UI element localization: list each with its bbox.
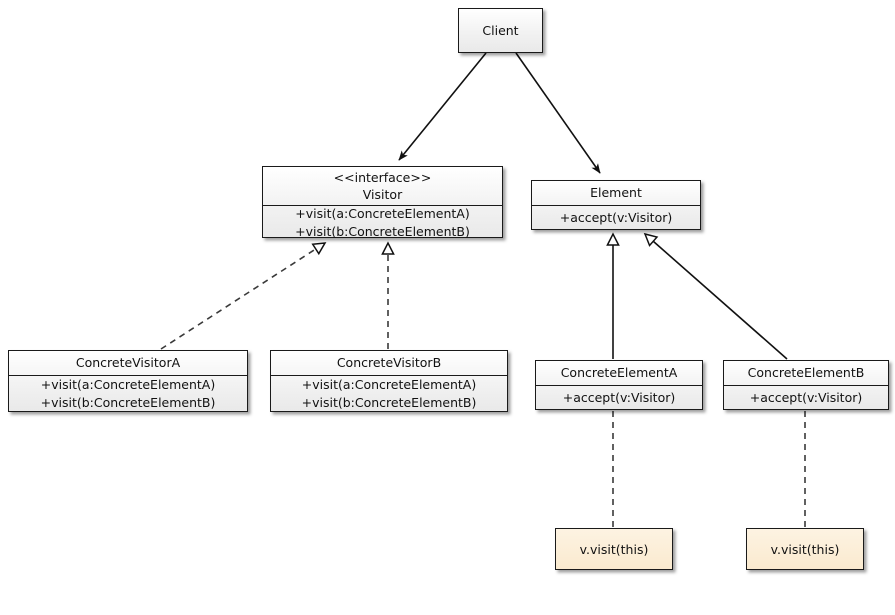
- class-box-concretevisitora[interactable]: ConcreteVisitorA +visit(a:ConcreteElemen…: [8, 350, 248, 412]
- concreteelementb-header-compartment: ConcreteElementB: [724, 361, 888, 385]
- class-stereotype-visitor: <<interface>>: [333, 169, 432, 185]
- method-item: +accept(v:Visitor): [749, 389, 863, 405]
- class-name-visitor: Visitor: [362, 187, 403, 202]
- method-item: +accept(v:Visitor): [562, 389, 676, 405]
- class-box-concretevisitorb[interactable]: ConcreteVisitorB +visit(a:ConcreteElemen…: [270, 350, 508, 412]
- class-name-client: Client: [482, 22, 519, 38]
- note-text: v.visit(this): [770, 541, 840, 557]
- concreteelementa-header-compartment: ConcreteElementA: [536, 361, 702, 385]
- visitor-header-compartment: <<interface>> Visitor: [263, 167, 502, 205]
- element-methods-compartment: +accept(v:Visitor): [532, 205, 700, 229]
- concretevisitora-header-compartment: ConcreteVisitorA: [9, 351, 247, 375]
- concretevisitorb-header-compartment: ConcreteVisitorB: [271, 351, 507, 375]
- class-name-concreteelementa: ConcreteElementA: [560, 365, 678, 381]
- method-item: +visit(a:ConcreteElementA): [40, 377, 216, 393]
- edge-client-to-visitor: [398, 52, 487, 161]
- note-box-concreteelementa[interactable]: v.visit(this): [555, 528, 673, 570]
- class-box-element[interactable]: Element +accept(v:Visitor): [531, 180, 701, 230]
- class-box-concreteelementa[interactable]: ConcreteElementA +accept(v:Visitor): [535, 360, 703, 410]
- method-item: +visit(b:ConcreteElementB): [40, 394, 216, 410]
- class-box-concreteelementb[interactable]: ConcreteElementB +accept(v:Visitor): [723, 360, 889, 410]
- method-item: +accept(v:Visitor): [559, 209, 673, 225]
- note-text: v.visit(this): [579, 541, 649, 557]
- edge-concreteelementb-to-element: [643, 232, 788, 360]
- class-name-concreteelementb: ConcreteElementB: [747, 365, 865, 381]
- concretevisitora-methods-compartment: +visit(a:ConcreteElementA) +visit(b:Conc…: [9, 375, 247, 411]
- visitor-methods-compartment: +visit(a:ConcreteElementA) +visit(b:Conc…: [263, 205, 502, 239]
- class-box-visitor[interactable]: <<interface>> Visitor +visit(a:ConcreteE…: [262, 166, 503, 239]
- note-box-concreteelementb[interactable]: v.visit(this): [746, 528, 864, 570]
- concreteelementa-methods-compartment: +accept(v:Visitor): [536, 385, 702, 409]
- method-item: +visit(a:ConcreteElementA): [301, 377, 477, 393]
- class-name-element: Element: [590, 185, 642, 201]
- edge-client-to-element: [515, 52, 601, 174]
- method-item: +visit(b:ConcreteElementB): [295, 223, 470, 239]
- concretevisitorb-methods-compartment: +visit(a:ConcreteElementA) +visit(b:Conc…: [271, 375, 507, 411]
- method-item: +visit(a:ConcreteElementA): [295, 206, 470, 222]
- class-name-concretevisitora: ConcreteVisitorA: [75, 355, 181, 371]
- edge-concretevisitora-to-visitor: [160, 242, 327, 350]
- concreteelementb-methods-compartment: +accept(v:Visitor): [724, 385, 888, 409]
- class-box-client[interactable]: Client: [458, 8, 543, 53]
- element-header-compartment: Element: [532, 181, 700, 205]
- method-item: +visit(b:ConcreteElementB): [301, 394, 477, 410]
- class-name-concretevisitorb: ConcreteVisitorB: [336, 355, 442, 371]
